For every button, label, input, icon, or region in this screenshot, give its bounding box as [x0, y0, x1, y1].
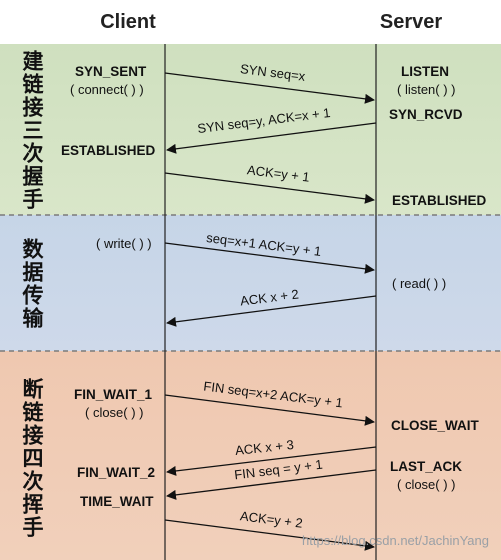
client-state-syn-sent: SYN_SENT — [75, 64, 147, 79]
establish-section-label: 建链接三次握手 — [20, 49, 44, 211]
server-call-read: ( read( ) ) — [392, 276, 447, 291]
ack3-arrow — [164, 519, 375, 551]
syn-arrow — [164, 72, 375, 104]
client-state-fin-wait-2: FIN_WAIT_2 — [77, 465, 156, 480]
server-state-established: ESTABLISHED — [392, 193, 487, 208]
client-call-write: ( write( ) ) — [96, 236, 152, 251]
transfer-section-band — [0, 215, 501, 351]
teardown-section-band — [0, 351, 501, 560]
server-call-listen: ( listen( ) ) — [397, 82, 456, 97]
ack-arrow — [164, 172, 375, 204]
client-header: Client — [100, 11, 156, 33]
client-call-connect: ( connect( ) ) — [70, 82, 144, 97]
server-state-syn-rcvd: SYN_RCVD — [389, 107, 463, 122]
fin1-arrow — [164, 394, 375, 426]
teardown-section-label: 断链接四次挥手 — [20, 377, 44, 539]
syn-ack-arrow — [166, 122, 377, 154]
watermark: https://blog.csdn.net/JachinYang — [302, 533, 489, 548]
server-call-close: ( close( ) ) — [397, 477, 456, 492]
establish-section-band — [0, 44, 501, 215]
client-call-close: ( close( ) ) — [85, 405, 144, 420]
data-ack-arrow — [166, 295, 377, 327]
client-state-fin-wait-1: FIN_WAIT_1 — [74, 387, 153, 402]
transfer-section-label: 数据传输 — [20, 238, 44, 330]
data-arrow — [164, 242, 375, 274]
server-header: Server — [379, 11, 443, 33]
server-state-last-ack: LAST_ACK — [390, 459, 463, 474]
client-state-time-wait: TIME_WAIT — [80, 494, 154, 509]
ack2-arrow — [166, 446, 377, 476]
server-state-close-wait: CLOSE_WAIT — [391, 418, 479, 433]
server-state-listen: LISTEN — [401, 64, 450, 79]
fin2-arrow — [166, 469, 377, 500]
client-state-established: ESTABLISHED — [61, 143, 156, 158]
